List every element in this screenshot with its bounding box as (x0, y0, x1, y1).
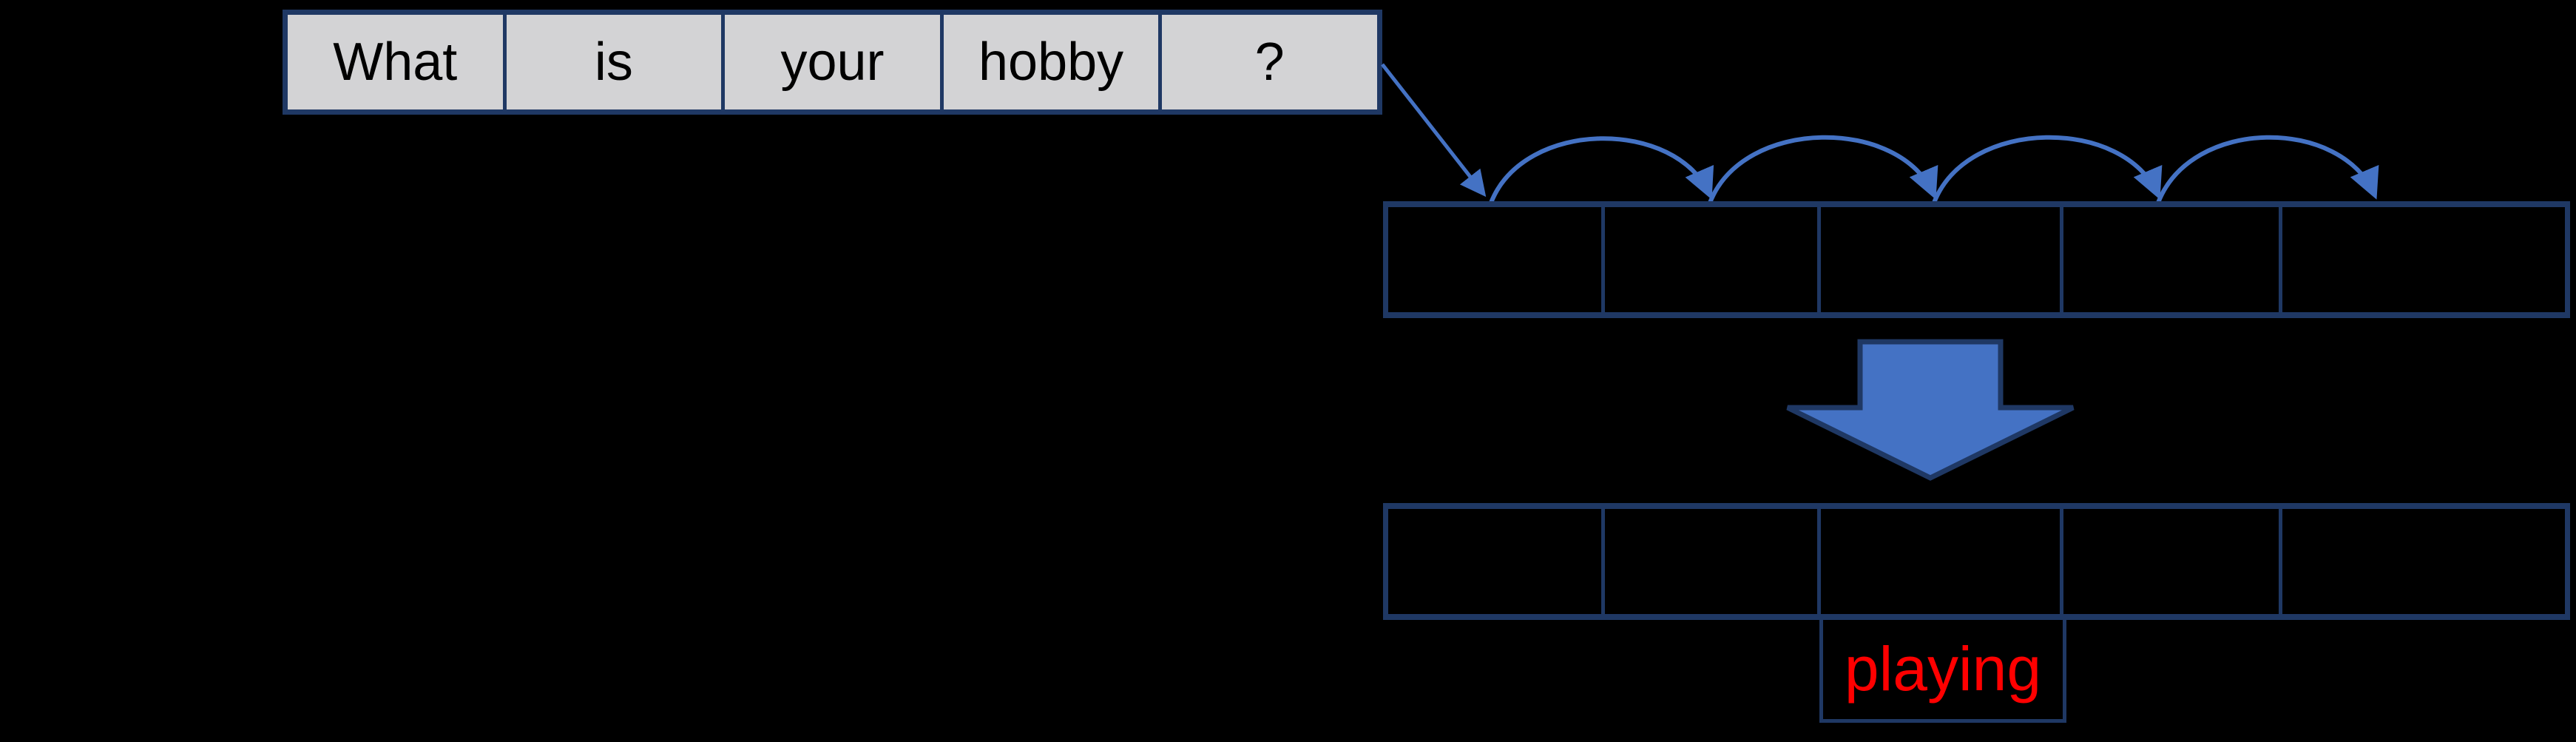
token-row (1383, 201, 2570, 318)
output-cell-2 (1605, 509, 1822, 614)
token-cell-2 (1605, 207, 1822, 312)
block-down-arrow-icon (1786, 339, 2075, 481)
predicted-word-box: playing (1819, 615, 2066, 723)
sentence-cell-your: your (725, 15, 944, 109)
output-cell-4 (2063, 509, 2283, 614)
sentence-cell-question-mark: ? (1162, 15, 1377, 109)
sentence-word: What (333, 33, 458, 92)
hop-arrow-icon-1 (1489, 136, 1714, 204)
sentence-row: What is your hobby ? (283, 10, 1382, 115)
hop-arrow-icon-2 (1708, 135, 1938, 204)
token-cell-5 (2282, 207, 2565, 312)
token-cell-1 (1388, 207, 1605, 312)
sentence-cell-hobby: hobby (944, 15, 1163, 109)
sentence-word: ? (1254, 33, 1285, 92)
output-cell-5 (2282, 509, 2565, 614)
output-cell-3 (1821, 509, 2064, 614)
sentence-word: your (780, 33, 885, 92)
sentence-word: hobby (978, 33, 1124, 92)
token-cell-3 (1821, 207, 2064, 312)
token-cell-4 (2063, 207, 2283, 312)
output-row (1383, 503, 2570, 620)
input-arrow-icon (1381, 63, 1487, 198)
output-cell-1 (1388, 509, 1605, 614)
predicted-word-label: playing (1844, 634, 2042, 704)
sentence-word: is (594, 33, 633, 92)
sentence-cell-what: What (288, 15, 507, 109)
hop-arrow-icon-3 (1932, 135, 2163, 204)
sentence-cell-is: is (507, 15, 726, 109)
hop-arrow-icon-4 (2156, 135, 2379, 204)
